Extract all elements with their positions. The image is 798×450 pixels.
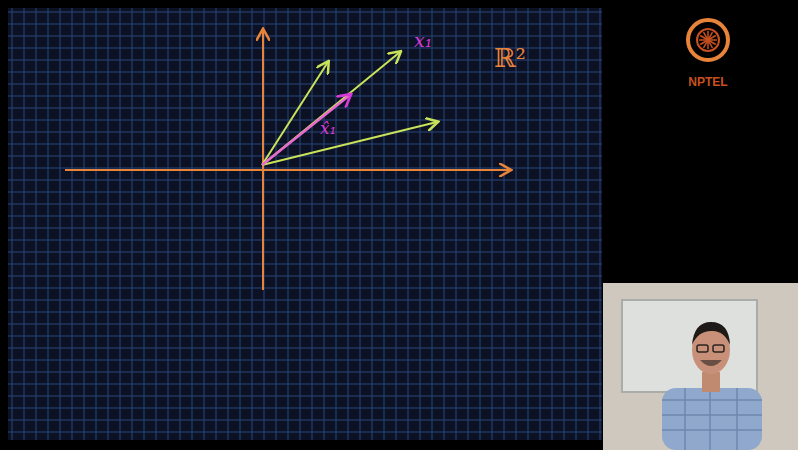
grid-line <box>240 8 241 440</box>
grid-line <box>8 336 602 337</box>
grid-line <box>468 8 469 440</box>
grid-line <box>8 228 602 229</box>
grid-line <box>8 408 602 409</box>
grid-line <box>8 144 602 145</box>
x-axis <box>65 169 510 171</box>
vector-label: x₁ <box>414 30 432 51</box>
grid-line <box>432 8 433 440</box>
grid-line <box>144 8 145 440</box>
grid-line <box>204 8 205 440</box>
grid-line <box>8 372 602 373</box>
grid-line <box>8 300 602 301</box>
grid-line <box>8 348 602 349</box>
grid-line <box>528 8 529 440</box>
grid-line <box>8 192 602 193</box>
grid-line <box>384 8 385 440</box>
grid-line <box>600 8 601 440</box>
grid-line <box>8 24 602 25</box>
grid-line <box>540 8 541 440</box>
projection-vector <box>262 95 350 165</box>
grid-line <box>8 84 602 85</box>
grid-line <box>180 8 181 440</box>
presenter-video <box>603 283 798 450</box>
grid-line <box>108 8 109 440</box>
grid-line <box>8 276 602 277</box>
grid-line <box>8 288 602 289</box>
grid-line <box>480 8 481 440</box>
grid-line <box>8 312 602 313</box>
grid <box>8 8 602 440</box>
grid-line <box>276 8 277 440</box>
board <box>8 8 602 440</box>
grid-line <box>336 8 337 440</box>
grid-line <box>8 432 602 433</box>
grid-line <box>156 8 157 440</box>
grid-line <box>132 8 133 440</box>
grid-line <box>8 180 602 181</box>
grid-line <box>8 168 602 169</box>
grid-line <box>348 8 349 440</box>
grid-line <box>216 8 217 440</box>
grid-line <box>252 8 253 440</box>
grid-line <box>576 8 577 440</box>
grid-line <box>48 8 49 440</box>
grid-line <box>372 8 373 440</box>
grid-line <box>264 8 265 440</box>
grid-line <box>492 8 493 440</box>
logo-ray <box>704 32 709 40</box>
grid-line <box>36 8 37 440</box>
grid-line <box>552 8 553 440</box>
grid-line <box>360 8 361 440</box>
grid-line <box>8 156 602 157</box>
grid-line <box>396 8 397 440</box>
grid-line <box>312 8 313 440</box>
grid-line <box>504 8 505 440</box>
grid-line <box>8 216 602 217</box>
logo-text: NPTEL <box>688 76 727 89</box>
grid-line <box>420 8 421 440</box>
grid-line <box>168 8 169 440</box>
grid-line <box>8 36 602 37</box>
vector <box>262 62 328 165</box>
grid-line <box>324 8 325 440</box>
grid-line <box>96 8 97 440</box>
grid-line <box>192 8 193 440</box>
grid-line <box>516 8 517 440</box>
grid-line <box>8 252 602 253</box>
grid-line <box>24 8 25 440</box>
logo-rays <box>699 31 717 49</box>
grid-line <box>8 120 602 121</box>
grid-line <box>8 204 602 205</box>
grid-line <box>8 264 602 265</box>
grid-line <box>228 8 229 440</box>
grid-line <box>60 8 61 440</box>
grid-line <box>8 324 602 325</box>
space-label: ℝ² <box>494 44 526 73</box>
y-axis <box>262 30 264 290</box>
grid-line <box>300 8 301 440</box>
grid-line <box>12 8 13 440</box>
grid-line <box>8 108 602 109</box>
grid-line <box>408 8 409 440</box>
grid-line <box>444 8 445 440</box>
grid-line <box>288 8 289 440</box>
vector-label: x̂₁ <box>320 119 336 138</box>
grid-line <box>72 8 73 440</box>
grid-line <box>8 420 602 421</box>
grid-line <box>8 12 602 13</box>
grid-line <box>84 8 85 440</box>
grid-line <box>8 360 602 361</box>
grid-line <box>8 384 602 385</box>
grid-line <box>120 8 121 440</box>
nptel-logo <box>688 20 728 60</box>
grid-line <box>8 396 602 397</box>
grid-line <box>456 8 457 440</box>
grid-line <box>8 240 602 241</box>
grid-line <box>564 8 565 440</box>
grid-line <box>588 8 589 440</box>
